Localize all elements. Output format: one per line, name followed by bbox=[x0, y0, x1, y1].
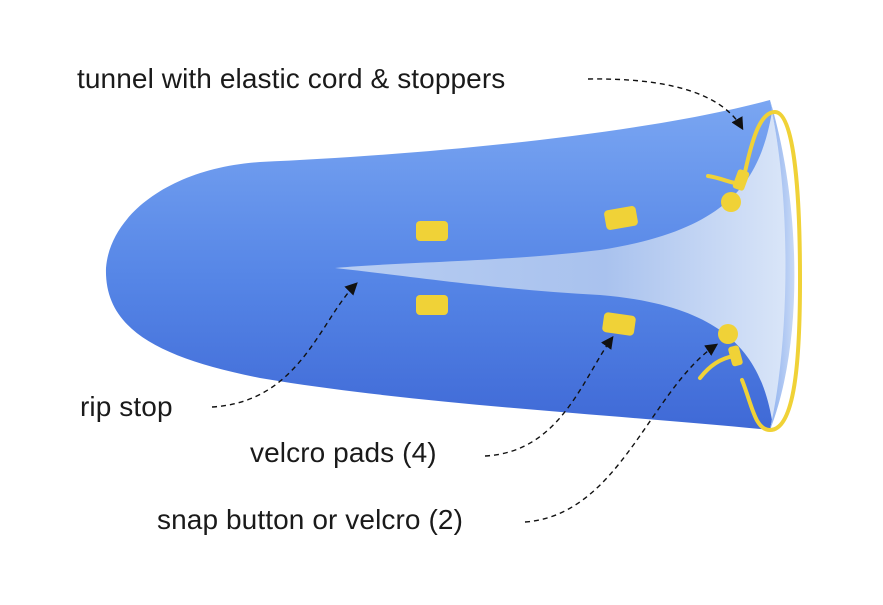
velcro-pad-icon bbox=[416, 295, 448, 315]
snap-button-icon bbox=[718, 324, 738, 344]
label-tunnel: tunnel with elastic cord & stoppers bbox=[77, 63, 506, 94]
label-rip-stop: rip stop bbox=[80, 391, 173, 422]
snap-button-icon bbox=[721, 192, 741, 212]
arrow-rip-stop bbox=[211, 282, 358, 408]
label-velcro-pads: velcro pads (4) bbox=[250, 437, 437, 468]
arrow-snap bbox=[524, 343, 719, 523]
elastic-cord bbox=[740, 109, 803, 433]
velcro-pad-icon bbox=[416, 221, 448, 241]
cord-stopper-icon bbox=[728, 345, 743, 367]
arrow-velcro-pads bbox=[484, 335, 614, 457]
pouch-rim bbox=[770, 100, 795, 430]
velcro-pad-icon bbox=[602, 312, 636, 336]
cord-stopper-icon bbox=[732, 169, 750, 191]
label-snap-button: snap button or velcro (2) bbox=[157, 504, 463, 535]
pouch-opening bbox=[335, 112, 786, 420]
velcro-pad-icon bbox=[604, 206, 638, 230]
